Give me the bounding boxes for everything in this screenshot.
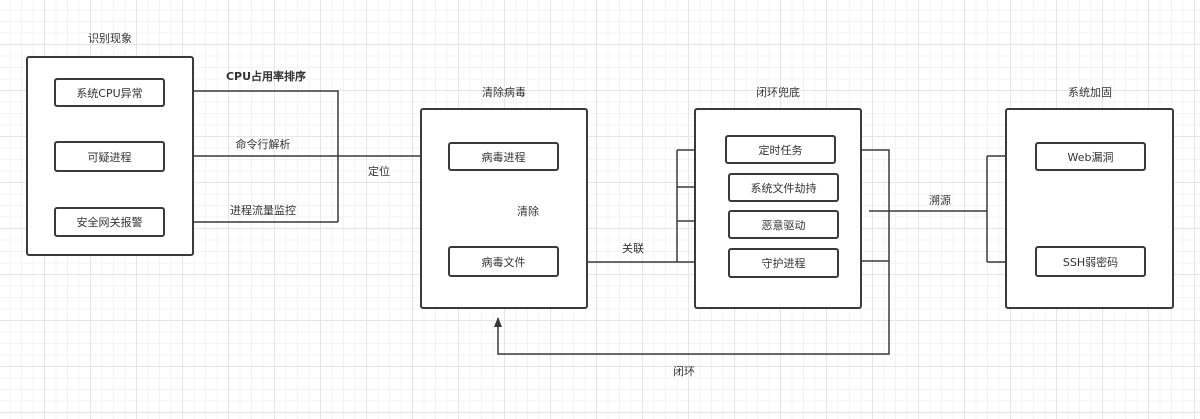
- node-malicious-driver[interactable]: 恶意驱动: [728, 210, 839, 239]
- node-cpu-anomaly[interactable]: 系统CPU异常: [54, 78, 165, 107]
- group-title-clean: 清除病毒: [482, 86, 526, 99]
- edge-label-cmdline: 命令行解析: [235, 138, 291, 151]
- edge-label-cpu-sort: CPU占用率排序: [225, 70, 307, 83]
- node-file-hijack[interactable]: 系统文件劫持: [728, 173, 839, 202]
- node-daemon-process[interactable]: 守护进程: [728, 248, 839, 278]
- edge-label-clear: 清除: [517, 205, 539, 218]
- edge-cpu-sort: [178, 90, 339, 222]
- group-harden: [1005, 108, 1174, 309]
- edge-label-associate: 关联: [622, 242, 644, 255]
- node-ssh-weak-password[interactable]: SSH弱密码: [1035, 246, 1146, 277]
- group-title-closure: 闭环兜底: [756, 86, 800, 99]
- node-virus-process[interactable]: 病毒进程: [448, 142, 559, 171]
- edge-label-loop: 闭环: [673, 365, 695, 378]
- node-scheduled-task[interactable]: 定时任务: [725, 135, 836, 164]
- group-title-identify: 识别现象: [88, 32, 132, 45]
- edge-label-trace: 溯源: [929, 194, 951, 207]
- node-virus-file[interactable]: 病毒文件: [448, 246, 559, 277]
- group-title-harden: 系统加固: [1068, 86, 1112, 99]
- node-web-vuln[interactable]: Web漏洞: [1035, 142, 1146, 171]
- group-clean: [420, 108, 588, 309]
- node-suspicious-process[interactable]: 可疑进程: [54, 141, 165, 172]
- edge-loop: [494, 149, 890, 355]
- node-gateway-alert[interactable]: 安全网关报警: [54, 207, 165, 237]
- edge-label-traffic: 进程流量监控: [230, 204, 296, 217]
- edge-label-locate: 定位: [368, 165, 390, 178]
